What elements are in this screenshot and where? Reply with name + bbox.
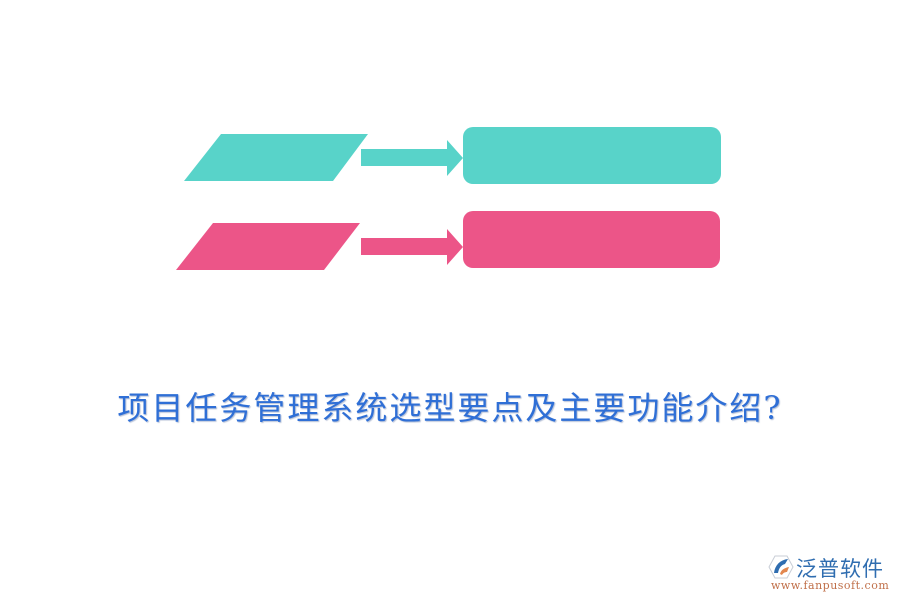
- pink-output-box: [463, 211, 720, 268]
- teal-output-box: [463, 127, 721, 184]
- logo-url[interactable]: www.fanpusoft.com: [771, 579, 890, 592]
- teal-parallelogram: [184, 134, 368, 181]
- logo-name: 泛普软件: [796, 557, 884, 581]
- fanpu-logo-icon: [768, 555, 794, 579]
- diagram-shapes: [176, 134, 463, 270]
- flow-diagram: [176, 127, 721, 270]
- fanpu-logo[interactable]: 泛普软件 www.fanpusoft.com: [768, 553, 896, 593]
- page-title: 项目任务管理系统选型要点及主要功能介绍?: [117, 389, 783, 427]
- pink-arrow-icon: [361, 229, 463, 265]
- pink-parallelogram: [176, 223, 360, 270]
- teal-arrow-icon: [361, 140, 463, 176]
